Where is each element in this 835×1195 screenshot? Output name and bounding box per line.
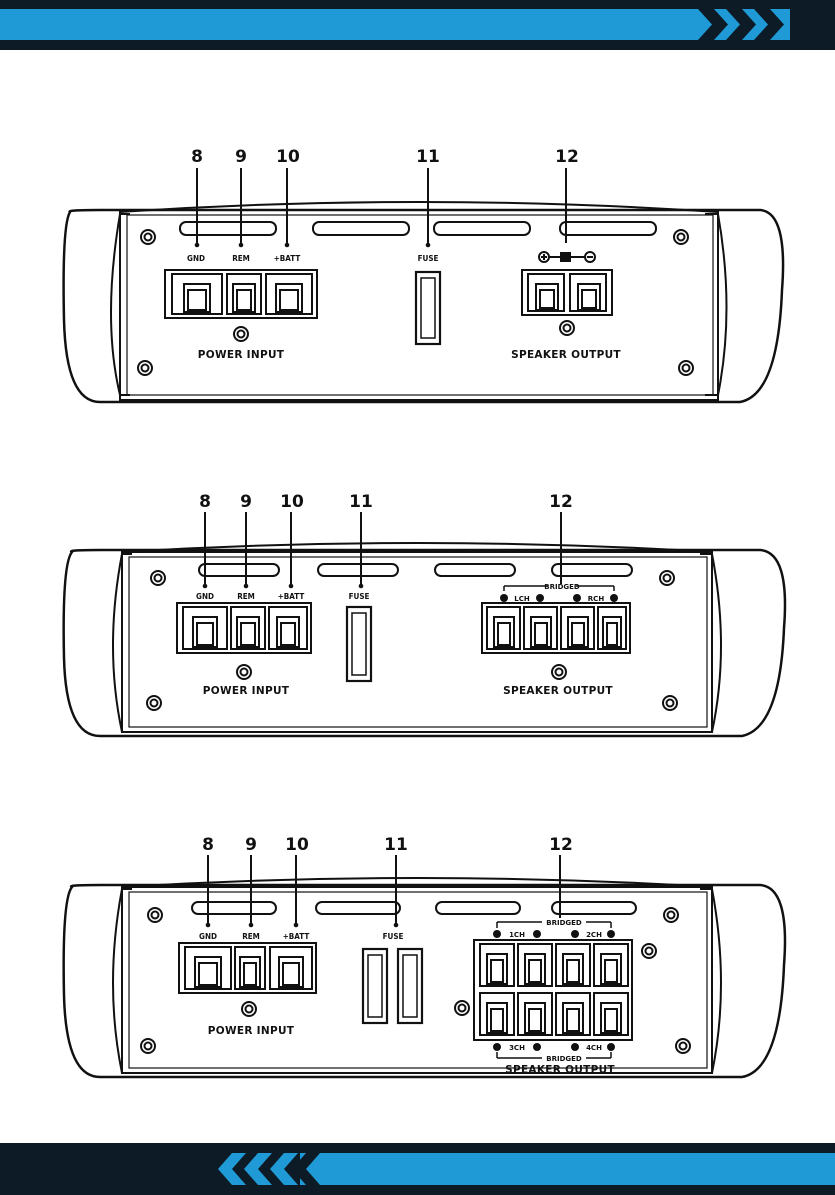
callout-12: 12	[549, 492, 573, 512]
callout-12: 12	[549, 835, 573, 855]
callout-11: 11	[384, 835, 408, 855]
batt-label: +BATT	[274, 254, 301, 263]
callout-10: 10	[280, 492, 304, 512]
gnd-label: GND	[199, 932, 217, 941]
callout-9: 9	[235, 147, 247, 167]
callout-9: 9	[240, 492, 252, 512]
gnd-label: GND	[196, 592, 214, 601]
speaker-output-label: SPEAKER OUTPUT	[511, 349, 621, 361]
bridged-label: BRIDGED	[544, 583, 580, 591]
callout-9: 9	[245, 835, 257, 855]
speaker-polarity-icon	[539, 252, 595, 262]
power-input-label: POWER INPUT	[208, 1025, 295, 1037]
rem-label: REM	[232, 254, 250, 263]
callout-11: 11	[349, 492, 373, 512]
ch1-label: 1CH	[509, 931, 525, 939]
batt-label: +BATT	[283, 932, 310, 941]
bridged-top-label: BRIDGED	[546, 919, 582, 927]
callout-8: 8	[199, 492, 211, 512]
amplifier-2ch-diagram: 8 9 10 11 12 GND REM +BATT FUSE BRIDGED …	[0, 488, 835, 758]
rem-label: REM	[237, 592, 255, 601]
fuse-icon	[363, 949, 422, 1023]
power-input-label: POWER INPUT	[203, 685, 290, 697]
rem-label: REM	[242, 932, 260, 941]
bridged-bottom-label: BRIDGED	[546, 1055, 582, 1063]
callout-8: 8	[191, 147, 203, 167]
callout-11: 11	[416, 147, 440, 167]
ch2-label: 2CH	[586, 931, 602, 939]
bottom-banner	[0, 1143, 835, 1195]
speaker-terminal-icon	[480, 944, 628, 1035]
power-terminal-icon	[172, 274, 312, 314]
speaker-terminal-icon	[528, 274, 606, 311]
amplifier-4ch-diagram: 8 9 10 11 12 GND REM +BATT FUSE BRIDGED …	[0, 825, 835, 1100]
fuse-icon	[416, 272, 440, 344]
fuse-label: FUSE	[383, 932, 404, 941]
fuse-icon	[347, 607, 371, 681]
amplifier-mono-diagram: 8 9 10 11 12 GND REM +BATT FUSE POWER IN…	[0, 140, 835, 430]
power-terminal-icon	[183, 607, 307, 649]
speaker-output-label: SPEAKER OUTPUT	[505, 1064, 615, 1076]
callout-12: 12	[555, 147, 579, 167]
callout-10: 10	[276, 147, 300, 167]
fuse-label: FUSE	[418, 254, 439, 263]
fuse-label: FUSE	[349, 592, 370, 601]
top-banner	[0, 0, 835, 50]
ch4-label: 4CH	[586, 1044, 602, 1052]
speaker-output-label: SPEAKER OUTPUT	[503, 685, 613, 697]
gnd-label: GND	[187, 254, 205, 263]
speaker-terminal-icon	[487, 607, 626, 649]
lch-label: LCH	[514, 595, 530, 603]
batt-label: +BATT	[278, 592, 305, 601]
rch-label: RCH	[588, 595, 605, 603]
power-terminal-icon	[185, 947, 312, 989]
callout-10: 10	[285, 835, 309, 855]
power-input-label: POWER INPUT	[198, 349, 285, 361]
ch3-label: 3CH	[509, 1044, 525, 1052]
callout-8: 8	[202, 835, 214, 855]
